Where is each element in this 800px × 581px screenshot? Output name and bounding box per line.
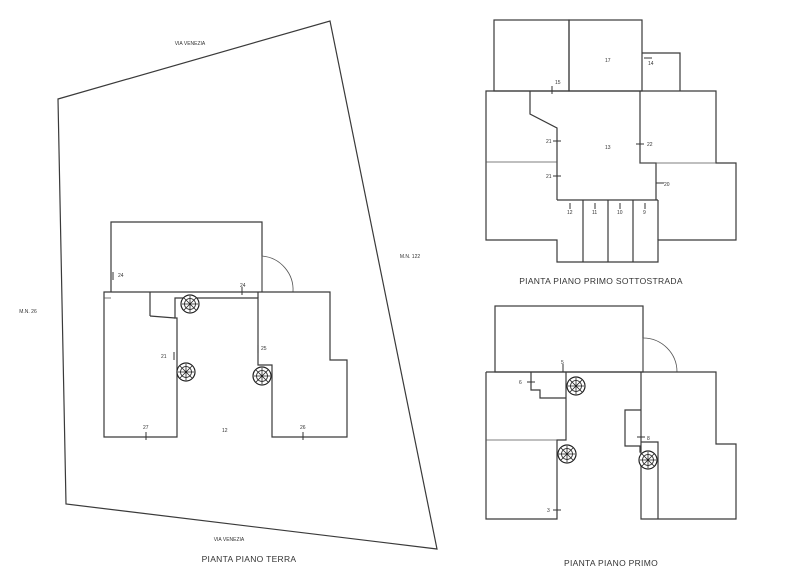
- ground-marker-25: 25: [261, 346, 267, 352]
- basement-marker-20: 20: [664, 182, 670, 188]
- basement-main-outline: [485, 90, 737, 263]
- site-plan: VIA VENEZIA VIA VENEZIA M.N. 26 M.N. 122: [19, 20, 438, 550]
- ground-marker-26: 26: [300, 425, 306, 431]
- basement-marker-22: 22: [647, 142, 653, 148]
- plant-icon: [566, 376, 586, 396]
- first-marker-3: 3: [547, 508, 550, 514]
- plant-icon: [638, 450, 658, 470]
- basement-plan-title: PIANTA PIANO PRIMO SOTTOSTRADA: [519, 276, 683, 286]
- basement-marker-10: 10: [617, 210, 623, 216]
- basement-marker-21a: 21: [546, 139, 552, 145]
- parcel-label-left: M.N. 26: [19, 309, 37, 315]
- plant-icon: [557, 444, 577, 464]
- first-upper-block: [494, 305, 644, 373]
- first-marker-8: 8: [647, 436, 650, 442]
- basement-marker-11: 11: [592, 210, 597, 216]
- first-main-outline: [485, 371, 737, 520]
- ground-marker-21: 21: [161, 354, 167, 360]
- first-floor-plan: 5 6 8 3 PIANTA PIANO PRIMO: [485, 305, 737, 568]
- first-door-arc: [642, 337, 678, 373]
- plant-icon: [252, 366, 272, 386]
- parcel-label-right: M.N. 122: [400, 254, 421, 260]
- basement-top-right-annex: [642, 52, 681, 91]
- ground-plan-title: PIANTA PIANO TERRA: [202, 554, 297, 564]
- ground-marker-24a: 24: [118, 273, 124, 279]
- basement-marker-9: 9: [643, 210, 646, 216]
- ground-floor-plan: 24 24 21 25 27 26 12 PIANTA PIANO TERRA: [103, 221, 348, 564]
- first-plan-title: PIANTA PIANO PRIMO: [564, 558, 658, 568]
- ground-upper-block: [110, 221, 263, 292]
- street-label-bottom: VIA VENEZIA: [214, 537, 245, 543]
- ground-marker-27: 27: [143, 425, 149, 431]
- basement-marker-17: 17: [605, 58, 611, 64]
- basement-marker-15: 15: [555, 80, 561, 86]
- ground-marker-24b: 24: [240, 283, 246, 289]
- ground-marker-12: 12: [222, 428, 228, 434]
- basement-marker-13: 13: [605, 145, 611, 151]
- basement-marker-14: 14: [648, 61, 654, 67]
- plant-icon: [176, 362, 196, 382]
- basement-marker-21b: 21: [546, 174, 552, 180]
- basement-floor-plan: 17 14 15 21 13 22 21 20 12 11 10 9 PIANT…: [485, 19, 737, 286]
- lot-boundary: [57, 20, 438, 550]
- basement-top-center-room: [568, 19, 643, 92]
- first-marker-6: 6: [519, 380, 522, 386]
- plant-icon: [180, 294, 200, 314]
- basement-left-partition: [529, 91, 558, 200]
- first-marker-5: 5: [561, 360, 564, 366]
- ground-door-arc: [261, 255, 294, 293]
- ground-main-outline: [103, 291, 348, 438]
- basement-marker-12: 12: [567, 210, 573, 216]
- street-label-top: VIA VENEZIA: [175, 41, 206, 47]
- first-stair-notch: [530, 372, 566, 399]
- ground-partition-left-2: [149, 315, 176, 319]
